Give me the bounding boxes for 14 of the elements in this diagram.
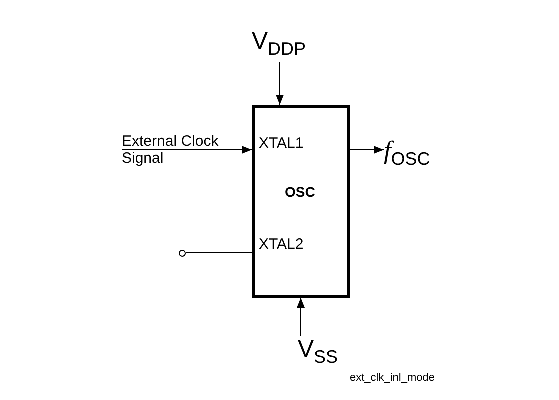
arrow	[350, 146, 384, 154]
block-title: OSC	[285, 184, 316, 200]
pin-name: V$_{DDP}$	[252, 28, 306, 55]
arrow	[276, 62, 284, 106]
pin-label: XTAL2	[259, 236, 304, 253]
oscillator-block	[252, 105, 350, 298]
signal-label: External Clock Signal	[122, 134, 220, 167]
arrow	[297, 298, 305, 336]
pin-name: f$_{OSC}$	[384, 138, 430, 165]
pin-name: V$_{SS}$	[298, 336, 338, 363]
arrow	[122, 146, 252, 154]
pin-label: XTAL1	[259, 135, 304, 152]
connection-line	[186, 252, 252, 254]
figure-id: ext_clk_inl_mode	[350, 372, 435, 384]
